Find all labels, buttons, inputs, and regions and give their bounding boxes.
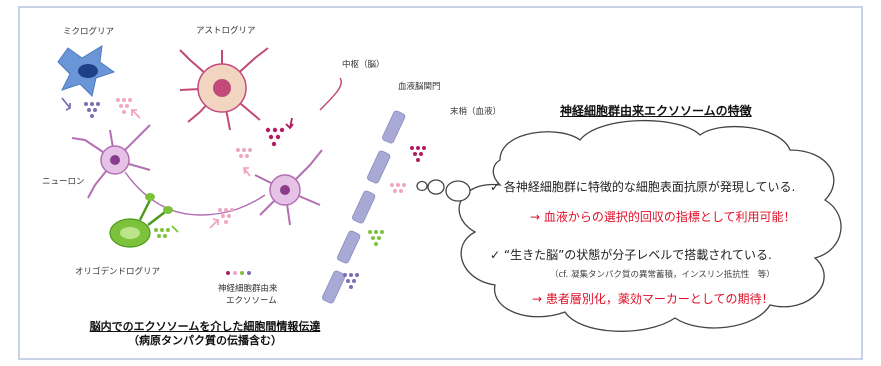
label-neuron: ニューロン [42,177,85,187]
label-central: 中枢（脳） [342,60,385,70]
features-title: 神経細胞群由来エクソソームの特徴 [560,104,752,118]
neuron-cell [71,124,266,216]
feature-cloud [416,119,842,332]
label-bbb: 血液脳関門 [398,82,441,92]
feature-point-1-result: → 血液からの選択的回収の指標として利用可能！ [530,210,796,224]
label-astroglia: アストログリア [196,26,256,36]
astroglia-process [319,77,342,111]
feature-point-2-note: （cf. 凝集タンパク質の異常蓄積，インスリン抵抗性 等） [550,270,775,280]
neuron-cell-right [254,149,323,226]
diagram-caption: 脳内でのエクソソームを介した細胞間情報伝達 （病原タンパク質の伝播含む） [60,320,350,348]
label-microglia: ミクログリア [63,27,115,37]
label-peripheral: 末梢（血液） [450,107,502,117]
label-exosome-line1: 神経細胞群由来 [218,284,278,294]
microglia-cell [57,45,116,97]
exosome-dots [84,98,426,289]
caption-line-1: 脳内でのエクソソームを介した細胞間情報伝達 [89,320,321,333]
astroglia-cell [179,47,269,131]
label-exosome-line2: エクソソーム [226,296,277,306]
feature-point-2-result: → 患者層別化，薬効マーカーとしての期待！ [532,292,774,306]
oligodendroglia-cell [109,193,173,248]
label-oligodendroglia: オリゴデンドログリア [75,267,161,277]
feature-point-1: ✓ 各神経細胞群に特徴的な細胞表面抗原が発現している. [490,180,796,194]
caption-line-2: （病原タンパク質の伝播含む） [128,334,282,347]
feature-point-2: ✓ “生きた脳”の状態が分子レベルで搭載されている. [490,248,772,262]
transfer-arrows [61,97,294,233]
blood-brain-barrier [322,110,406,304]
